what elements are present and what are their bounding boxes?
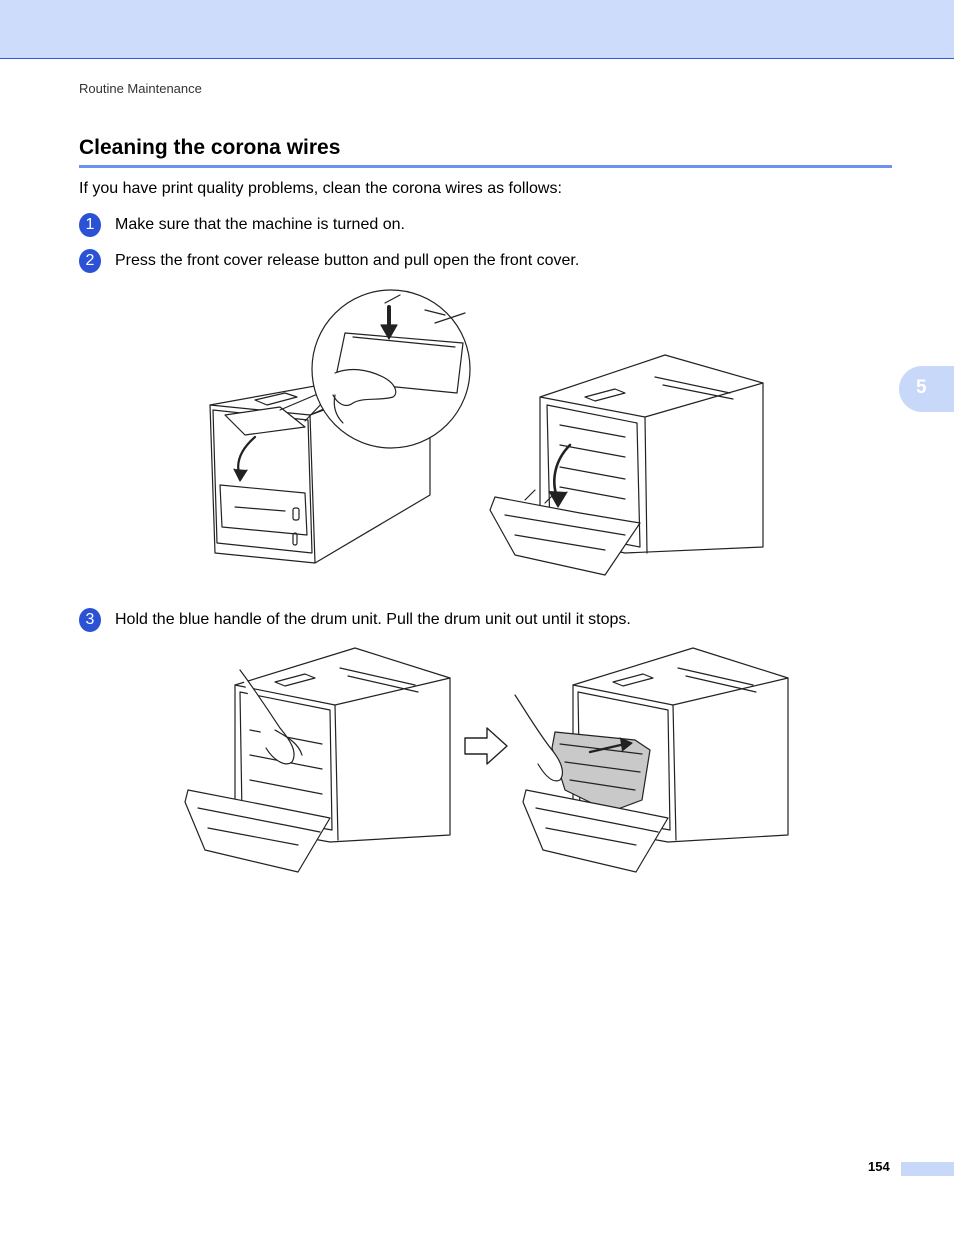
step-number-badge: 3 (79, 608, 101, 632)
step-text: Hold the blue handle of the drum unit. P… (115, 611, 631, 628)
step-number-badge: 1 (79, 213, 101, 237)
figure-open-front-cover (185, 285, 775, 590)
page-number: 154 (868, 1159, 890, 1174)
step-number-badge: 2 (79, 249, 101, 273)
footer-tab (901, 1162, 954, 1176)
running-header: Routine Maintenance (79, 81, 202, 96)
section-title: Cleaning the corona wires (79, 136, 341, 159)
chapter-number: 5 (916, 377, 927, 398)
top-header-band (0, 0, 954, 59)
printer-pull-drum-unit-illustration (180, 640, 795, 878)
chapter-tab: 5 (899, 366, 954, 412)
title-rule (79, 165, 892, 168)
intro-paragraph: If you have print quality problems, clea… (79, 180, 562, 197)
printer-open-front-cover-illustration (185, 285, 775, 590)
figure-pull-drum-unit (180, 640, 795, 878)
step-text: Make sure that the machine is turned on. (115, 216, 405, 233)
step-text: Press the front cover release button and… (115, 252, 580, 269)
